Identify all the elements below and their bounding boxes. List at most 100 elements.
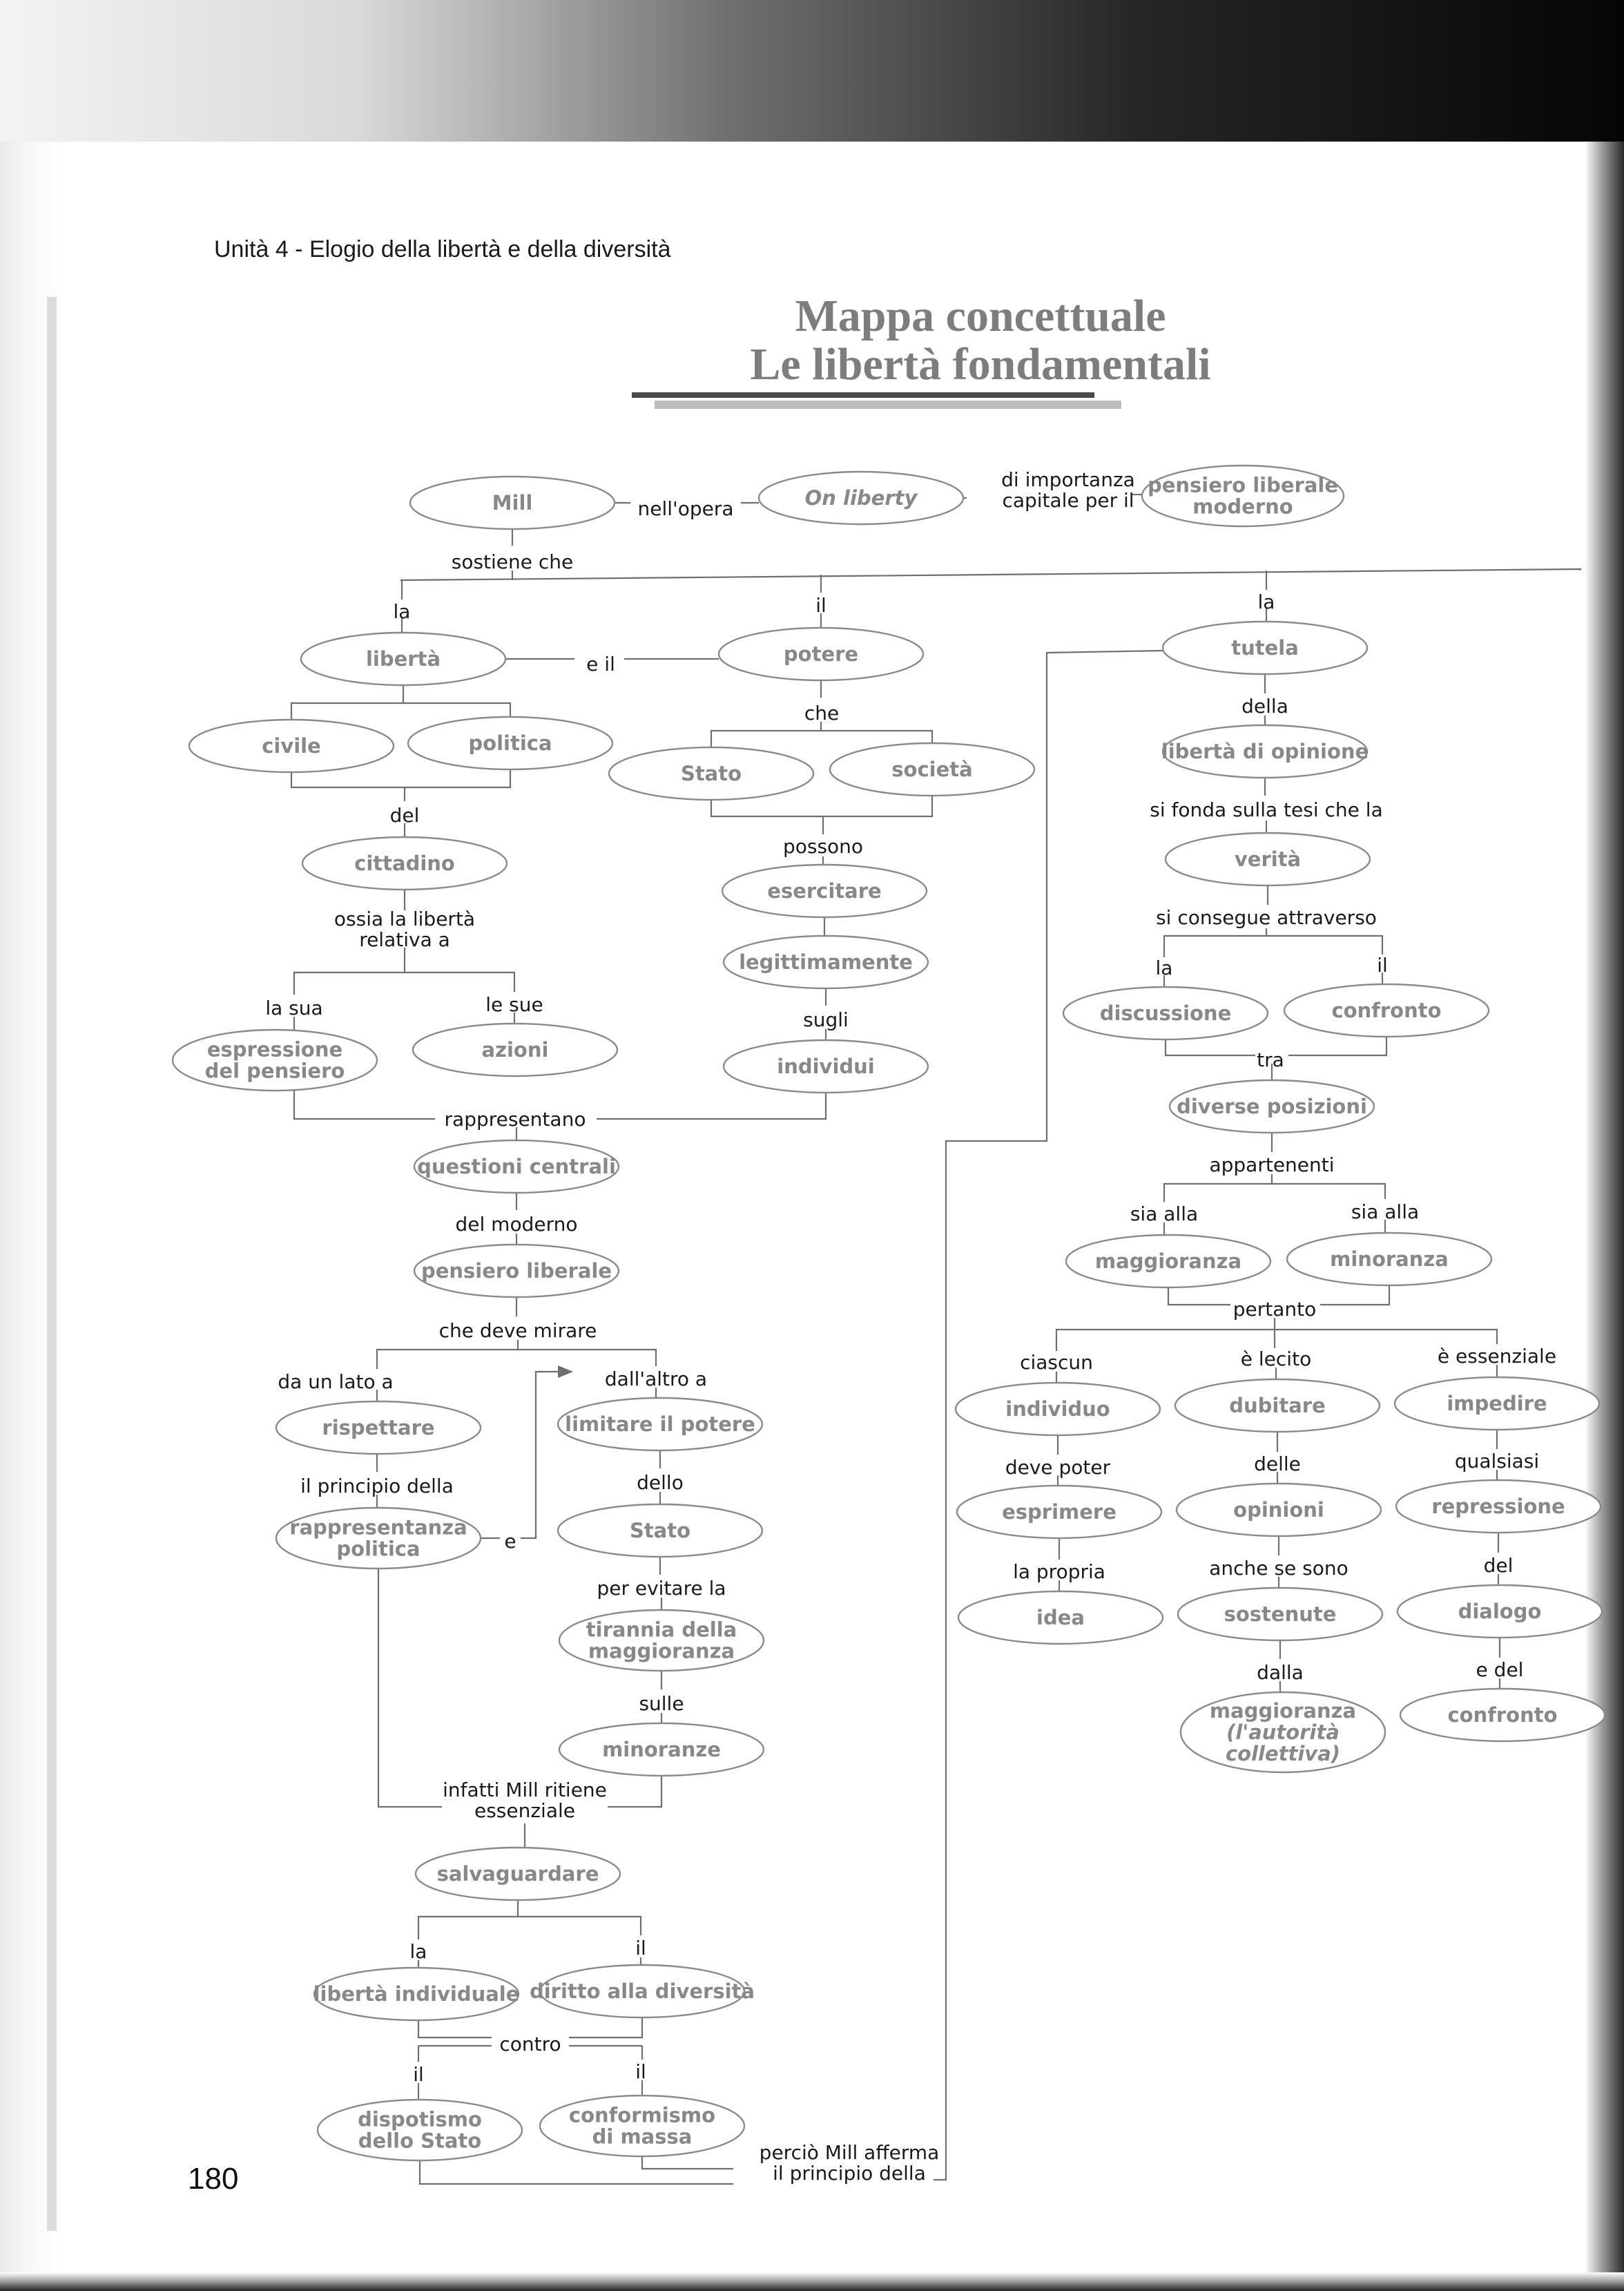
node-legittimamente: legittimamente: [722, 934, 929, 990]
node-ellipse: [414, 1846, 621, 1901]
connector-line: [518, 1915, 642, 1935]
link-label-sostiene-che: sostiene che: [452, 550, 574, 573]
link-label-rappresentano: rappresentano: [445, 1108, 586, 1131]
connector-line: [293, 1091, 435, 1120]
node-ellipse: [300, 631, 507, 687]
link-label-ossia: ossia la libertà: [334, 908, 475, 930]
node-label: maggioranza: [1210, 1699, 1356, 1723]
node-label: rappresentanza: [289, 1516, 467, 1540]
connector-line: [569, 2017, 644, 2039]
node-label: confronto: [1331, 999, 1441, 1022]
node-label: diverse posizioni: [1177, 1095, 1367, 1118]
node-ellipse: [301, 836, 508, 891]
node-confronto-1: confronto: [1283, 983, 1490, 1038]
node-label: dubitare: [1229, 1394, 1326, 1417]
node-ellipse: [316, 2098, 523, 2162]
link-label-il-4: il: [413, 2063, 424, 2086]
connector-line: [293, 948, 406, 995]
node-ellipse: [539, 1964, 746, 2019]
node-label: minoranze: [602, 1738, 721, 1761]
node-maggioranza-1: maggioranza: [1065, 1234, 1272, 1289]
link-label-per-evitare: per evitare la: [597, 1577, 726, 1600]
connector-line: [641, 2156, 733, 2170]
connector-line: [710, 796, 934, 818]
connector-line: [1272, 1182, 1386, 1199]
node-label: del pensiero: [205, 1060, 345, 1083]
node-label: maggioranza: [1095, 1249, 1241, 1273]
link-label-le-sue: le sue: [485, 993, 543, 1016]
link-label-e-il: e il: [586, 653, 615, 675]
node-politica: politica: [407, 716, 614, 771]
link-label-si-fonda: si fonda sulla tesi che la: [1150, 798, 1382, 821]
node-label: minoranza: [1330, 1247, 1449, 1271]
node-label: tirannia della: [586, 1618, 737, 1642]
node-label: sostenute: [1224, 1602, 1337, 1626]
node-ellipse: [413, 1139, 620, 1194]
title-underline-dark: [632, 392, 1094, 398]
node-label: dello Stato: [358, 2129, 481, 2153]
link-label-sia-alla-1: sia alla: [1130, 1202, 1198, 1225]
connector-line: [934, 649, 1163, 2181]
node-questioni-centrali: questioni centrali: [413, 1139, 620, 1194]
node-opinioni: opinioni: [1175, 1482, 1382, 1537]
node-label: rispettare: [322, 1416, 434, 1439]
link-label-delle: delle: [1254, 1453, 1301, 1475]
link-label-dello: dello: [637, 1471, 684, 1494]
connector-line: [417, 2020, 492, 2039]
node-label: Stato: [630, 1519, 690, 1542]
link-label-anche-se-sono: anche se sono: [1209, 1557, 1348, 1580]
node-label: collettiva): [1226, 1742, 1340, 1765]
node-ellipse: [1395, 1479, 1602, 1534]
page-right-shadow: [1585, 142, 1624, 2291]
link-label-di-importanza: capitale per il: [1002, 489, 1134, 512]
node-label: potere: [784, 642, 858, 666]
node-rispettare: rispettare: [275, 1400, 482, 1455]
map-title-line2: Le libertà fondamentali: [750, 339, 1211, 390]
connector-line: [417, 1900, 519, 1939]
node-verita: verità: [1164, 832, 1371, 887]
node-ellipse: [957, 1590, 1164, 1645]
link-label-da-un-lato: da un lato a: [278, 1370, 393, 1393]
node-ellipse: [608, 746, 815, 801]
connector-line: [418, 2160, 733, 2185]
connector-line: [400, 568, 1582, 582]
node-label: tutela: [1231, 636, 1299, 660]
node-individuo: individuo: [954, 1381, 1161, 1437]
connector-line: [1163, 1174, 1273, 1202]
link-label-il-2: il: [1377, 954, 1388, 977]
link-label-che-deve-mirare: che deve mirare: [439, 1319, 597, 1342]
link-label-del-2: del: [1484, 1554, 1514, 1577]
connector-line: [290, 685, 405, 720]
node-ellipse: [956, 1484, 1163, 1540]
link-label-il-principio: il principio della: [300, 1475, 454, 1497]
node-label: di massa: [592, 2125, 693, 2149]
node-limitare-potere: limitare il potere: [557, 1397, 764, 1452]
node-label: conformismo: [569, 2104, 715, 2127]
link-label-percio: perciò Mill afferma: [760, 2141, 940, 2164]
link-label-e-del: e del: [1476, 1658, 1524, 1681]
connector-line: [1055, 1318, 1276, 1351]
node-ellipse: [1399, 1687, 1606, 1743]
node-salvaguardare: salvaguardare: [414, 1846, 621, 1901]
link-label-la-1: la: [394, 600, 411, 623]
node-ellipse: [1393, 1376, 1601, 1431]
node-label: libertà: [366, 647, 441, 671]
node-ellipse: [1286, 1231, 1493, 1287]
node-ellipse: [1164, 832, 1371, 887]
node-repressione: repressione: [1395, 1479, 1602, 1534]
node-label: legittimamente: [739, 950, 913, 974]
link-label-il-3: il: [635, 1937, 646, 1959]
node-ellipse: [1177, 1587, 1384, 1642]
link-label-la-4: la: [410, 1940, 427, 1963]
node-ellipse: [275, 1506, 482, 1570]
node-ellipse: [1062, 986, 1269, 1041]
node-ellipse: [722, 1039, 929, 1094]
node-ellipse: [829, 742, 1036, 797]
node-label: questioni centrali: [417, 1155, 616, 1178]
connector-line: [376, 1340, 519, 1369]
node-ellipse: [722, 934, 929, 990]
link-label-sugli: sugli: [803, 1008, 849, 1031]
